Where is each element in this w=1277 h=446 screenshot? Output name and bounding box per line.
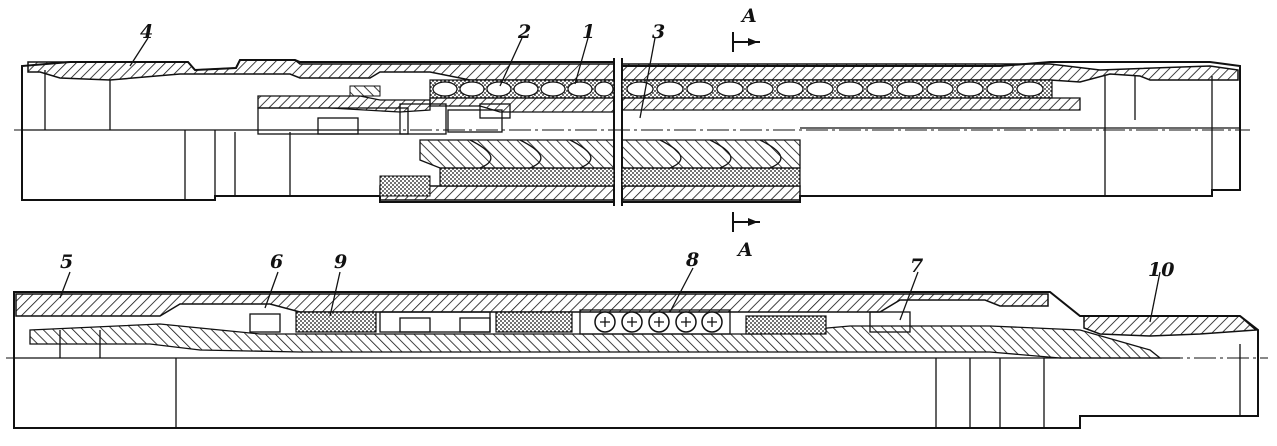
part-label-1: 1 [582,21,595,43]
rotor-helix-lower [419,139,801,169]
part-label-9: 9 [334,251,347,273]
part-label-4: 4 [140,21,153,43]
upper-assembly: A A 4 2 1 3 [14,5,1250,261]
part-label-2: 2 [517,21,531,43]
section-label-top: A [740,5,757,27]
thrust-ball-bearings [579,309,731,335]
part-label-8: 8 [685,249,699,271]
part-label-5: 5 [60,251,73,273]
part-label-10: 10 [1148,259,1174,281]
section-marker-a: A A [732,5,760,261]
lower-assembly: 5 6 9 8 7 10 [6,249,1268,429]
rotor-lobes-upper [432,81,1044,97]
section-label-bottom: A [736,239,753,261]
part-label-3: 3 [652,21,665,43]
part-label-7: 7 [910,255,923,277]
part-label-6: 6 [270,251,283,273]
